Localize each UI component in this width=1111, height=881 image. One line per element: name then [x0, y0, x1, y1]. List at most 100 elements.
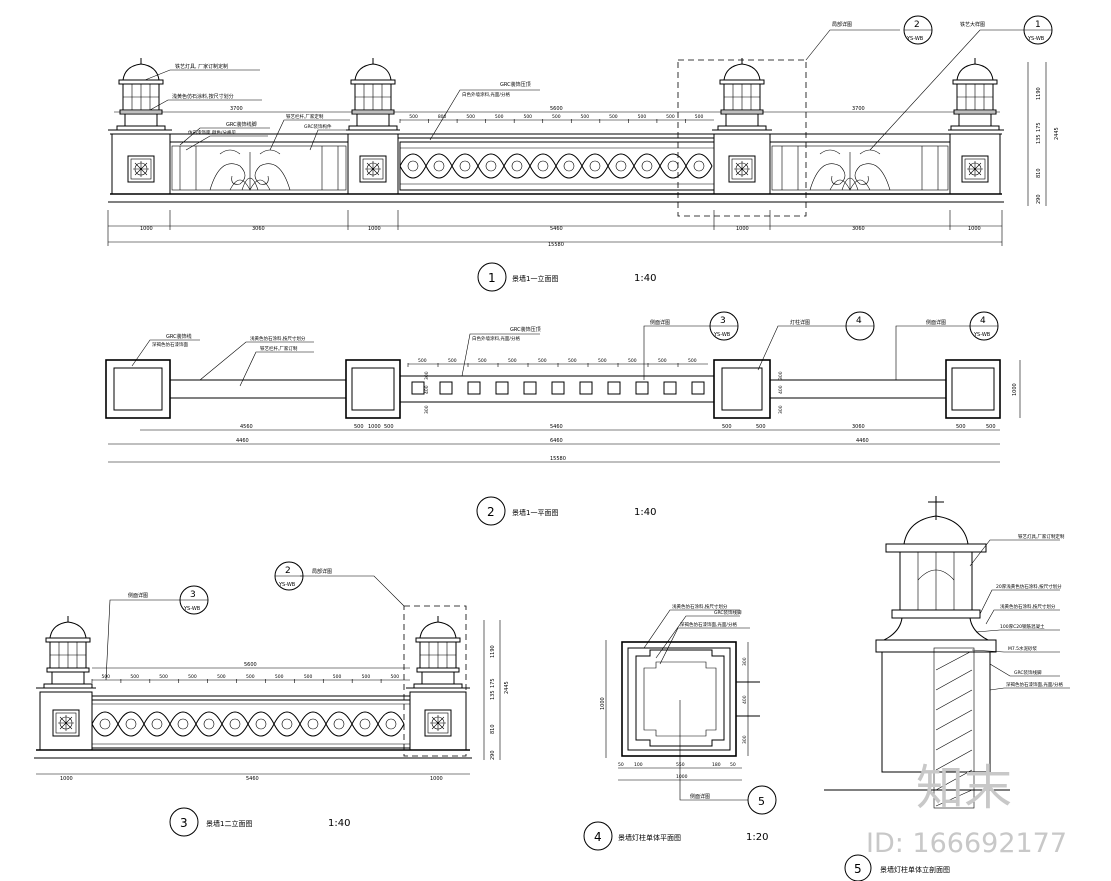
- dim-label: 1000: [736, 226, 749, 232]
- tick-label: 500: [658, 358, 667, 364]
- tick-label: 500: [159, 674, 168, 680]
- dim-label: 4460: [856, 438, 869, 444]
- callout-label: 侧面详图: [926, 319, 946, 326]
- dim-label: 500: [354, 424, 364, 430]
- dim-label: 1190: [490, 645, 496, 658]
- dim-label: 290: [1036, 194, 1042, 204]
- callout-number: 4: [856, 316, 862, 326]
- callout-number: 3: [720, 316, 726, 326]
- dim-label: 6460: [550, 438, 563, 444]
- tick-label: 500: [391, 674, 400, 680]
- tick-label: 500: [552, 114, 561, 120]
- view-title: 景墙1二立面图: [206, 819, 252, 828]
- note: GRC装饰线脚: [226, 121, 257, 128]
- tick-label: 500: [598, 358, 607, 364]
- dim-label: 300: [742, 735, 748, 744]
- baluster-square: [467, 381, 481, 395]
- dim-label: 300: [424, 405, 430, 414]
- tick-label: 500: [568, 358, 577, 364]
- view-number-bubble: [476, 496, 506, 526]
- tick-label: 500: [523, 114, 532, 120]
- dim-total: 2445: [1054, 127, 1060, 140]
- dim-label: 135: [1036, 134, 1042, 144]
- dim-total: 2445: [504, 681, 510, 694]
- dim-label: 810: [1036, 168, 1042, 178]
- note: 仿石漆饰面,颜色/分格见: [188, 129, 236, 136]
- tick-label: 500: [666, 114, 675, 120]
- callout-number: 2: [914, 20, 920, 30]
- note: GRC装饰线脚: [714, 609, 742, 616]
- note: 铁艺栏杆,厂家定制: [286, 113, 324, 120]
- dim-label: 500: [756, 424, 766, 430]
- view-number-bubble: [169, 807, 199, 837]
- callout-label: 侧面详图: [650, 319, 670, 326]
- note: 深褐色仿石漆饰面,光面/分格: [1006, 681, 1063, 688]
- tick-label: 500: [246, 674, 255, 680]
- tick-label: 500: [628, 358, 637, 364]
- dim-label: 1000: [368, 226, 381, 232]
- dim-label: 1000: [968, 226, 981, 232]
- callout-sheet: YS-WB: [183, 606, 201, 612]
- view-scale: 1:40: [634, 273, 656, 284]
- dim-label: 1000: [600, 697, 606, 710]
- dim-label: 1000: [1012, 383, 1018, 396]
- tick-label: 500: [409, 114, 418, 120]
- baluster-square: [635, 381, 649, 395]
- dim-label: 1190: [1036, 87, 1042, 100]
- tick-label: 500: [275, 674, 284, 680]
- column-section-5: [824, 496, 1010, 809]
- callout-sheet: YS-WB: [973, 332, 991, 338]
- dim-label: 175: [1036, 122, 1042, 132]
- note: 100厚C20钢筋混凝土: [1000, 623, 1045, 630]
- callout-label: 局部详图: [832, 21, 852, 28]
- callout-sheet: YS-WB: [1027, 36, 1045, 42]
- note: 浅黄色仿石涂料,按尺寸划分: [672, 603, 728, 610]
- watermark-logo: 知末: [916, 760, 1012, 816]
- callout-label: 铁艺大样图: [960, 21, 985, 28]
- baluster-square: [663, 381, 677, 395]
- callout-sheet: YS-WB: [278, 582, 296, 588]
- tick-label: 500: [466, 114, 475, 120]
- baluster-square: [523, 381, 537, 395]
- view-number: 1: [488, 271, 496, 285]
- callout-label: 局部详图: [312, 568, 332, 575]
- tick-label: 500: [638, 114, 647, 120]
- tick-label: 500: [609, 114, 618, 120]
- callout-label: 侧面详图: [128, 592, 148, 599]
- dim-label: 300: [778, 371, 784, 380]
- view-title: 景墙1一平面图: [512, 508, 558, 517]
- note: 白色外墙涂料,光面/分格: [472, 335, 520, 342]
- dim-label: 4460: [236, 438, 249, 444]
- view-number-bubble: [844, 854, 872, 881]
- note: 铁艺灯具,厂家订制定制: [1018, 533, 1065, 540]
- view-title: 景墙灯柱单体平面图: [618, 833, 681, 842]
- dim-label: 1000: [368, 424, 381, 430]
- note: 浅黄色仿石涂料,按尺寸划分: [172, 93, 234, 100]
- callout-number: 4: [980, 316, 986, 326]
- baluster-square: [551, 381, 565, 395]
- tick-label: 500: [217, 674, 226, 680]
- dim-label: 5460: [550, 424, 563, 430]
- baluster-square: [607, 381, 621, 395]
- note: GRC装饰构件: [304, 123, 332, 130]
- tick-label: 500: [130, 674, 139, 680]
- dim-label: 290: [490, 750, 496, 760]
- note: 铁艺灯具, 厂家订制定制: [175, 63, 228, 70]
- tick-label: 500: [188, 674, 197, 680]
- dim-label: 550: [676, 762, 685, 768]
- tick-label: 500: [304, 674, 313, 680]
- baluster-square: [411, 381, 425, 395]
- dim-label: 4560: [240, 424, 253, 430]
- tick-label: 500: [448, 358, 457, 364]
- dim-label: 5600: [550, 106, 563, 112]
- dim-label: 400: [742, 695, 748, 704]
- watermark-id: ID: 166692177: [866, 828, 1067, 859]
- dim-label: 3060: [852, 226, 865, 232]
- dim-label: 135: [490, 690, 496, 700]
- callout-label: 侧面详图: [690, 793, 710, 800]
- tick-label: 500: [695, 114, 704, 120]
- callout-number: 5: [758, 795, 765, 808]
- tick-label: 800: [438, 114, 447, 120]
